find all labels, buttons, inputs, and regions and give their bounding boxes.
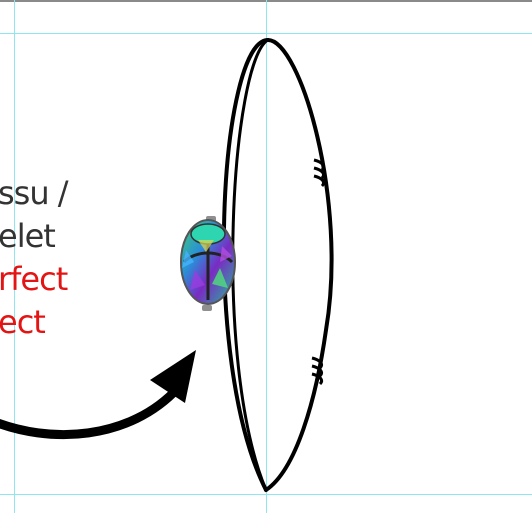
- caption-line-2: elet: [0, 217, 56, 255]
- scarab-charm-icon: [180, 219, 236, 305]
- guide-vertical-left[interactable]: [14, 0, 15, 513]
- caption-line-3: rfect: [0, 260, 68, 298]
- cord-knot-lower: [311, 356, 324, 386]
- caption-line-4: ect: [0, 303, 46, 341]
- caption-line-1: ssu /: [0, 174, 69, 212]
- cord-knot-upper: [313, 158, 326, 188]
- bracelet-cord: [221, 38, 334, 492]
- guide-vertical-center[interactable]: [266, 0, 267, 513]
- curved-arrow-icon: [0, 350, 196, 440]
